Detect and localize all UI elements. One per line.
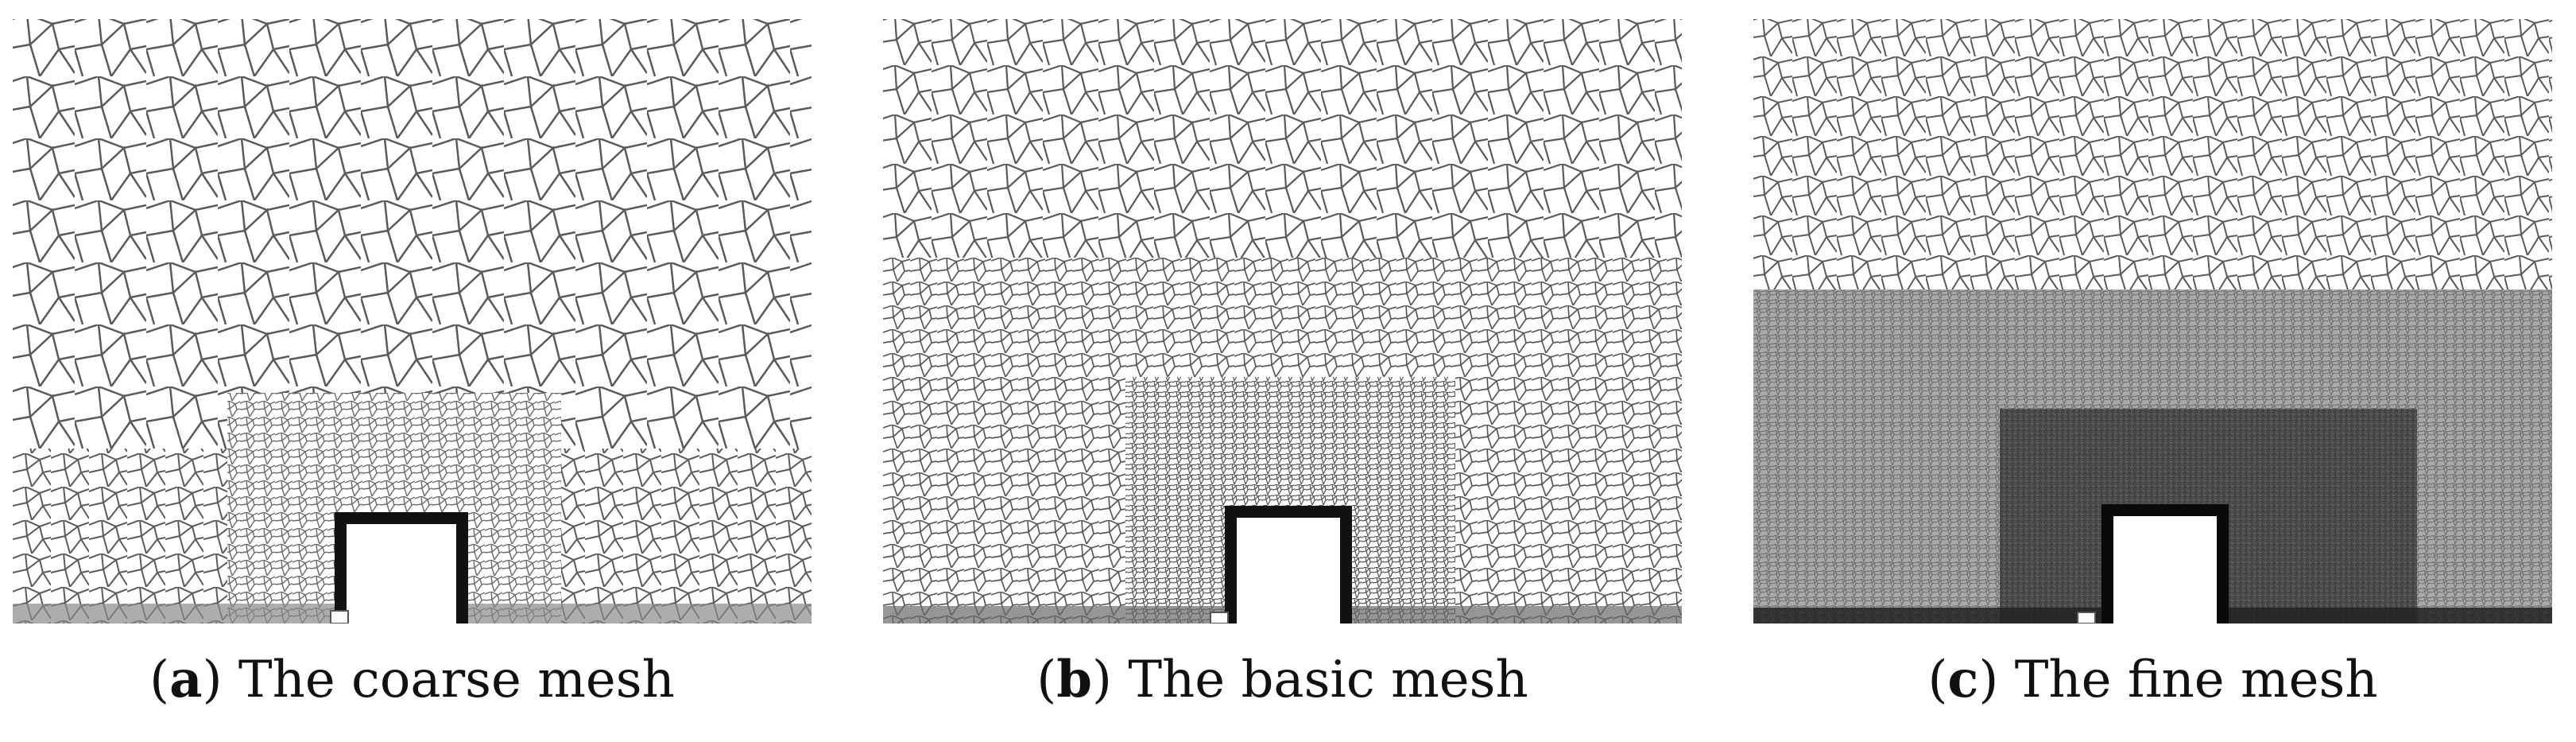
caption-letter: b <box>1056 650 1093 709</box>
basic-mesh-figure <box>883 19 1682 624</box>
ground-marker <box>2077 612 2096 624</box>
caption-coarse-mesh: (a) The coarse mesh <box>149 650 675 709</box>
caption-title: The basic mesh <box>1128 651 1528 709</box>
caption-fine-mesh: (c) The fine mesh <box>1927 650 2378 709</box>
ground-marker <box>330 610 349 624</box>
building-block <box>347 524 456 624</box>
mesh-panel-basic <box>883 19 1682 624</box>
mesh-panel-fine <box>1753 19 2552 624</box>
caption-title: The coarse mesh <box>238 651 675 709</box>
coarse-mesh-figure <box>13 19 812 624</box>
caption-title: The fine mesh <box>2014 651 2378 709</box>
mesh-panel-coarse <box>13 19 812 624</box>
building-block <box>1237 518 1340 624</box>
fine-mesh-figure <box>1753 19 2552 624</box>
caption-letter: c <box>1947 650 1979 709</box>
caption-basic-mesh: (b) The basic mesh <box>1036 650 1528 709</box>
building-block <box>2113 516 2217 624</box>
ground-marker <box>1210 612 1229 624</box>
caption-letter: a <box>169 650 203 709</box>
